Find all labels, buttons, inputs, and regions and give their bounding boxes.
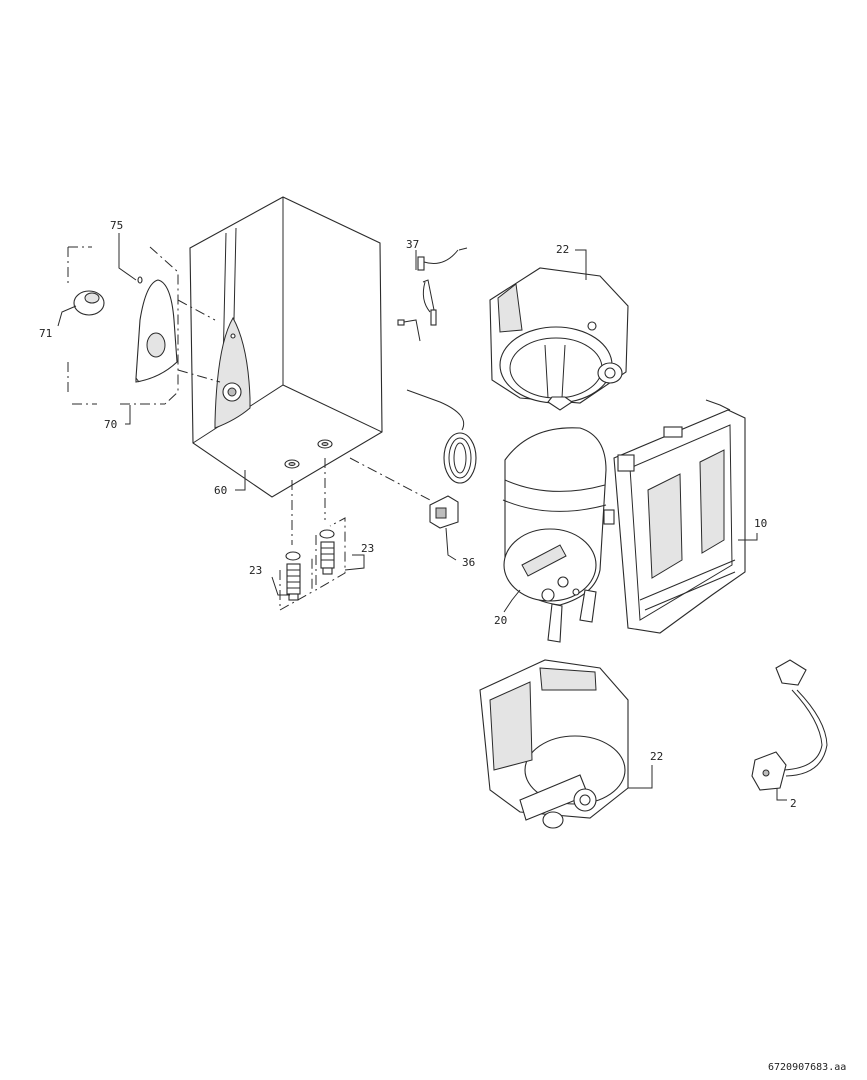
leader-lines [57,233,787,801]
tank-20 [502,427,615,643]
housing-60 [189,196,383,498]
thermostat-36 [349,389,477,529]
document-number: 6720907683.aa [768,1062,846,1073]
label-20: 20 [494,614,507,627]
label-23-left: 23 [249,564,262,577]
label-70: 70 [104,418,117,431]
shell-top-22 [489,267,629,411]
label-37: 37 [406,238,419,251]
label-60: 60 [214,484,227,497]
label-2: 2 [790,797,797,810]
cover-group-70 [67,246,221,405]
label-36: 36 [462,556,475,569]
shell-bottom-22 [479,659,629,829]
label-23-right: 23 [361,542,374,555]
connector-23-left [279,480,313,611]
power-cable-2 [751,659,828,791]
label-71: 71 [39,327,52,340]
part-labels: 75 71 70 60 37 22 10 36 23 23 20 22 2 67… [39,219,846,1073]
label-22-top: 22 [556,243,569,256]
sensor-37 [397,247,468,342]
label-22-bottom: 22 [650,750,663,763]
connector-23-right [315,458,346,591]
label-10: 10 [754,517,767,530]
label-75: 75 [110,219,123,232]
back-plate-10 [613,399,746,634]
